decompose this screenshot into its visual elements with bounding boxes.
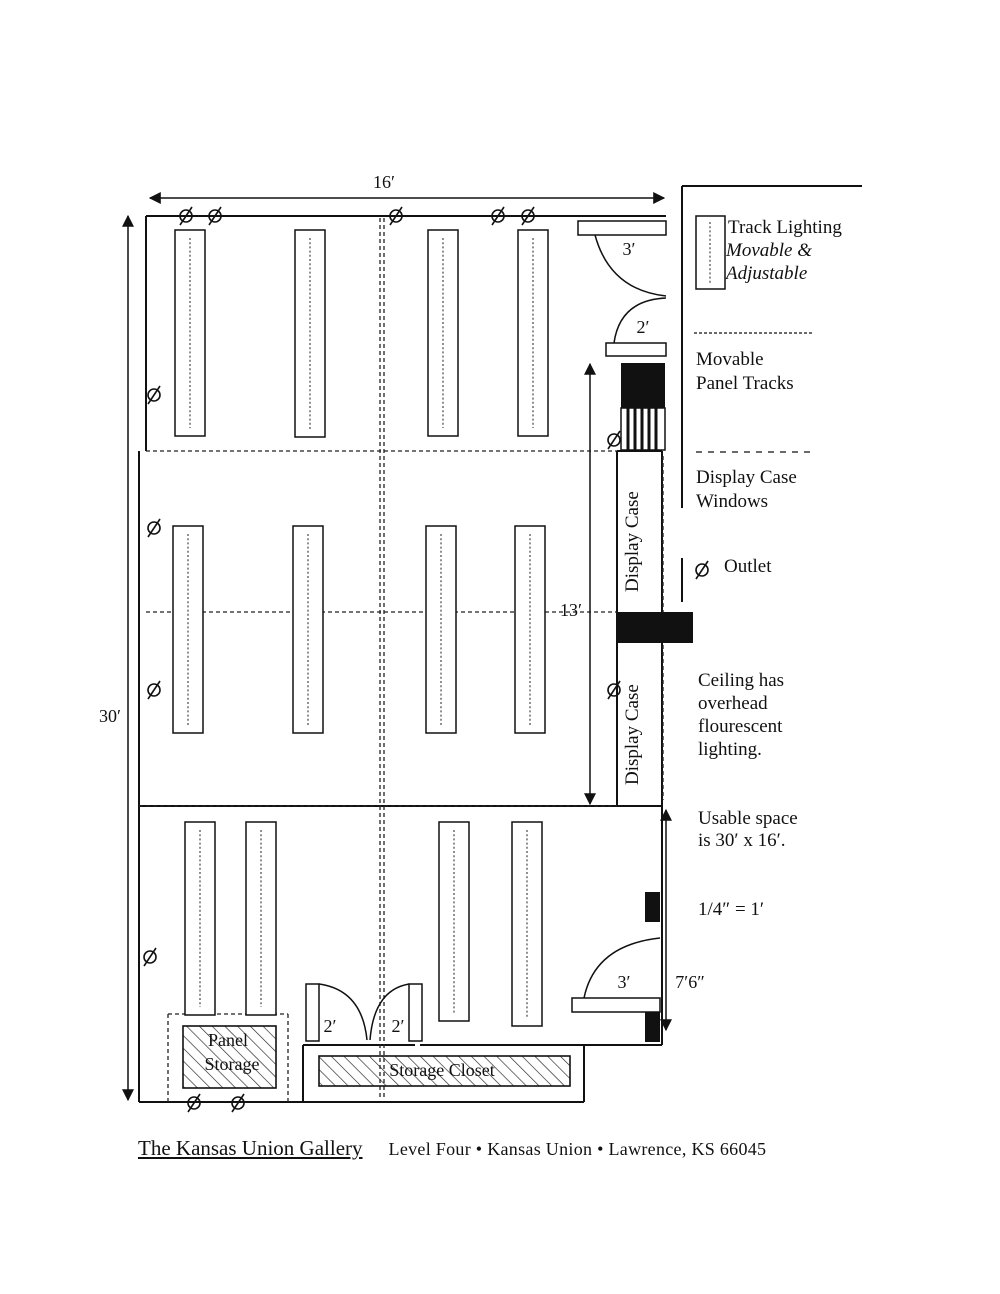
outlet-4 [491,206,505,226]
outlet-9 [143,947,157,967]
legend-panel-label-1: Movable [696,349,764,370]
outlet-13 [231,1093,245,1113]
outlet-8 [147,680,161,700]
display-case-lower-label: Display Case [622,684,643,785]
track-light-3 [427,229,459,437]
dimension-panel-span: 13′ [560,600,582,620]
track-light-5 [172,525,204,734]
display-case-upper-label: Display Case [622,491,643,592]
door-small-leaf [605,342,667,357]
legend-track-label-3: Adjustable [724,263,807,284]
track-light-6 [292,525,324,734]
outlet-5 [521,206,535,226]
door-top-swing [594,234,667,297]
doors [305,220,667,1042]
door-small-swing [613,297,667,344]
storage-closet-label: Storage Closet [389,1060,495,1080]
legend-window-label-2: Windows [696,491,768,512]
outlet-12 [187,1093,201,1113]
track-light-9 [184,821,216,1016]
track-light-10 [245,821,277,1016]
track-light-7 [425,525,457,734]
dimension-door-entry: 3′ [618,972,631,992]
track-lighting-fixtures [172,229,549,1027]
legend-usable-2: is 30′ x 16′. [698,830,786,851]
dimension-door-left: 2′ [324,1016,337,1036]
dimension-lines [122,192,672,1102]
door-entry-leaf [571,997,661,1013]
outlet-3 [389,206,403,226]
door-entry-swing [583,937,661,999]
panel-storage-label-1: Panel [208,1030,248,1050]
gallery-walls [138,185,862,1103]
legend-usable-1: Usable space [698,808,798,829]
track-light-1 [174,229,206,437]
legend-window-label-1: Display Case [696,467,797,488]
panel-storage-label-2: Storage [205,1054,260,1074]
door-left-swing [318,983,368,1041]
legend-ceiling-3: flourescent [698,716,783,737]
panel-track-blocks [618,363,693,1042]
door-right-leaf [408,983,423,1042]
legend-outlet-icon [695,560,709,580]
door-left-leaf [305,983,320,1042]
legend-track-label-1: Track Lighting [728,217,842,238]
footer: The Kansas Union Gallery Level Four • Ka… [138,1136,766,1161]
outlets [143,206,621,1113]
track-light-2 [294,229,326,438]
dimension-height: 30′ [99,706,121,726]
door-top-leaf [577,220,667,236]
track-light-11 [438,821,470,1022]
legend-panel-label-2: Panel Tracks [696,373,794,394]
legend-ceiling-4: lighting. [698,739,762,760]
dimension-door-top: 3′ [623,239,636,259]
track-light-12 [511,821,543,1027]
dimension-door-small: 2′ [637,317,650,337]
legend-ceiling-2: overhead [698,693,768,714]
footer-title: The Kansas Union Gallery [138,1136,363,1160]
track-light-8 [514,525,546,734]
outlet-2 [208,206,222,226]
legend-track-label-2: Movable & [725,240,812,261]
outlet-7 [147,518,161,538]
outlet-10 [607,430,621,450]
legend-ceiling-1: Ceiling has [698,670,784,691]
dimension-width: 16′ [373,172,395,192]
legend-scale: 1/4″ = 1′ [698,899,764,920]
door-right-swing [369,983,410,1041]
legend-outlet-label: Outlet [724,556,772,577]
storage-closet: Storage Closet [318,1055,571,1087]
dimension-door-right: 2′ [392,1016,405,1036]
dimension-entry-span: 7′6″ [675,972,704,992]
track-light-4 [517,229,549,437]
outlet-6 [147,385,161,405]
legend: Track Lighting Movable & Adjustable Mova… [694,215,842,920]
panel-storage: Panel Storage [182,1025,277,1089]
footer-subtitle: Level Four • Kansas Union • Lawrence, KS… [388,1139,767,1159]
outlet-1 [179,206,193,226]
outlet-11 [607,680,621,700]
